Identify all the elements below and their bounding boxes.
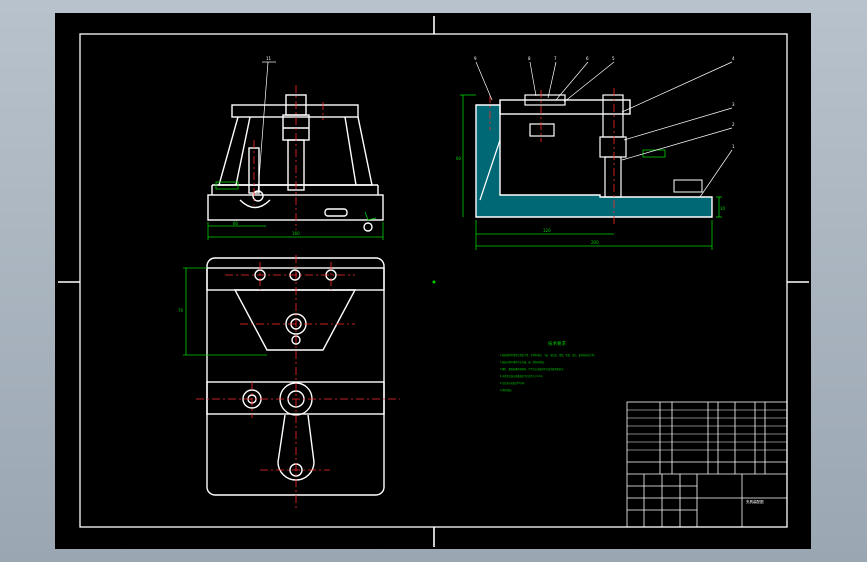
side-view-leaders xyxy=(475,61,733,198)
balloon-front-top: 11 xyxy=(266,56,272,61)
tech-line-2: 2.装配过程中零件不允许磕、碰、划伤和锈蚀。 xyxy=(500,360,546,364)
side-view xyxy=(475,94,713,218)
top-view-centerlines xyxy=(196,255,400,510)
top-view xyxy=(206,257,385,496)
center-marks xyxy=(58,16,809,547)
side-balloons: 9 8 7 6 5 4 3 2 1 xyxy=(474,56,735,149)
balloon-side-8: 2 xyxy=(732,122,735,127)
title-block-rows xyxy=(627,409,787,451)
tech-title: 技术要求 xyxy=(548,340,566,347)
side-view-centerlines xyxy=(489,88,615,225)
balloon-side-6: 4 xyxy=(732,56,735,61)
side-dim-height: 60 xyxy=(456,156,462,161)
balloon-side-9: 1 xyxy=(732,144,735,149)
front-dim-inner: 80 xyxy=(233,221,239,226)
top-view-dimensions xyxy=(183,267,267,356)
front-view-dimensions xyxy=(207,181,384,240)
balloon-side-3: 7 xyxy=(554,56,557,61)
tech-line-3: 3.螺钉、螺栓和螺母紧固时，严禁打击或使用不合适的旋具和扳手。 xyxy=(500,367,566,371)
tech-line-5: 5.定位销与孔配合H7/g6。 xyxy=(500,381,526,385)
balloon-side-1: 9 xyxy=(474,56,477,61)
side-dim-width: 200 xyxy=(591,240,599,245)
title-block xyxy=(626,401,788,528)
top-dim-height: 70 xyxy=(178,308,184,313)
front-view xyxy=(207,94,384,232)
front-dim-width: 160 xyxy=(292,231,300,236)
balloon-side-4: 6 xyxy=(586,56,589,61)
front-view-centerlines xyxy=(253,85,324,230)
balloon-side-2: 8 xyxy=(528,56,531,61)
tech-line-4: 4.夹具定位面与基准面的平行度不大于0.02。 xyxy=(500,374,544,378)
side-view-dimensions xyxy=(460,94,722,250)
front-leader xyxy=(257,61,269,193)
origin-marker xyxy=(432,280,436,284)
side-dim-base: 10 xyxy=(720,206,726,211)
tech-line-6: 6.涂防锈油。 xyxy=(500,388,513,392)
balloon-side-7: 3 xyxy=(732,102,735,107)
tech-line-1: 1.装配前所有零件应清洗干净，不得有毛刺、飞边、氧化皮、锈蚀、切屑、油污、着色剂… xyxy=(500,353,596,357)
balloon-side-5: 5 xyxy=(612,56,615,61)
tech-requirements: 技术要求 1.装配前所有零件应清洗干净，不得有毛刺、飞边、氧化皮、锈蚀、切屑、油… xyxy=(500,340,596,392)
side-dim-inner: 120 xyxy=(543,228,551,233)
drawing-name: 夹具装配图 xyxy=(746,499,764,504)
